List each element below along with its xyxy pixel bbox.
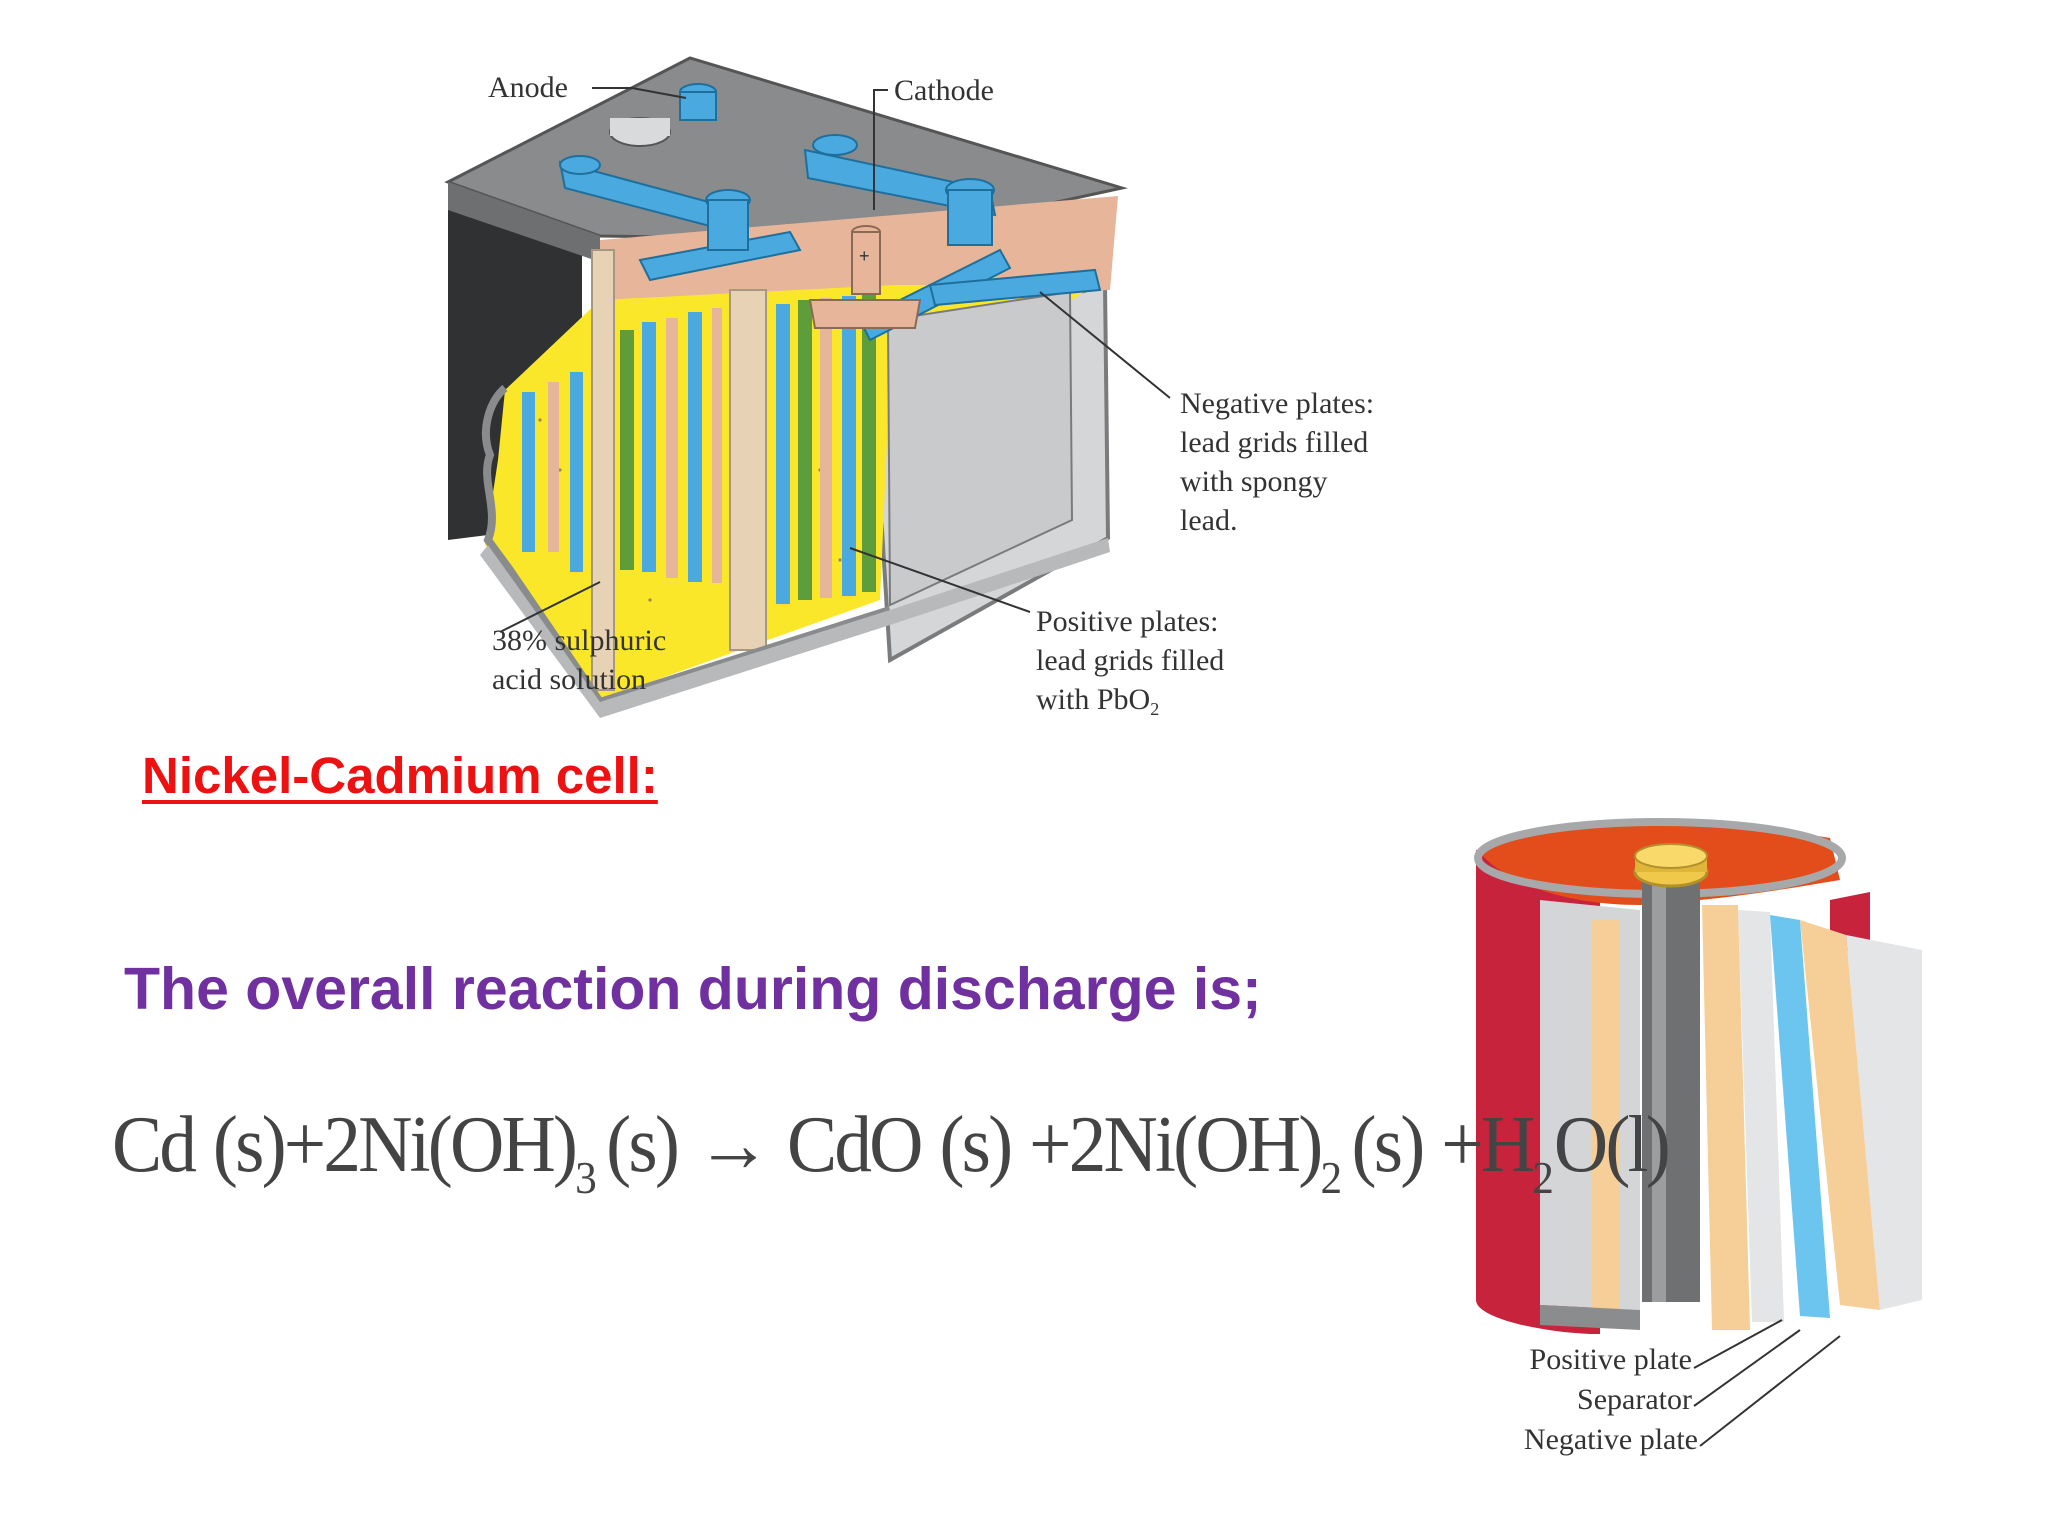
rod-cap-top <box>1634 843 1708 869</box>
eq-part: +2Ni(OH) <box>1029 1101 1323 1189</box>
battery-lid-front <box>448 182 600 262</box>
eq-part: CdO <box>787 1101 923 1189</box>
eq-part: (s)+2Ni(OH) <box>212 1101 578 1189</box>
leader-lines <box>499 87 1171 633</box>
cell-partition <box>729 289 767 651</box>
broken-case-edge <box>482 384 892 707</box>
eq-part: Cd <box>112 1101 197 1189</box>
eq-subscript: 2 <box>1320 1152 1343 1203</box>
cell-partition <box>591 249 615 691</box>
plate-block-front <box>886 290 1074 607</box>
plus-sign: + <box>859 246 870 266</box>
lead-acid-battery-diagram: + <box>444 56 1171 718</box>
acid-line: acid solution <box>492 663 647 696</box>
negative-plates-line: Negative plates: <box>1180 387 1375 420</box>
cell-bottom <box>1540 1305 1640 1330</box>
eq-arrow: → <box>695 1101 771 1189</box>
positive-plates-line: Positive plates: <box>1036 605 1219 638</box>
negative-plates-label: Negative plates: lead grids filled with … <box>1180 384 1374 540</box>
cell-plates <box>1592 905 1922 1330</box>
reaction-equation: Cd(s)+2Ni(OH)3(s)→CdO(s)+2Ni(OH)2(s)+H2O… <box>112 1100 1671 1204</box>
battery-plates <box>522 292 876 604</box>
positive-plates-line: lead grids filled <box>1036 644 1225 677</box>
cathode-label: Cathode <box>894 74 994 107</box>
negative-plate-label: Negative plate <box>1523 1423 1698 1456</box>
negative-plates-line: lead. <box>1180 504 1238 537</box>
eq-part: (s) <box>606 1101 680 1189</box>
positive-plates-text: with PbO <box>1036 683 1151 716</box>
section-heading: Nickel-Cadmium cell: <box>142 747 658 804</box>
eq-part: (s) <box>1351 1101 1426 1189</box>
pbo2-subscript: 2 <box>1150 699 1160 719</box>
acid-label: 38% sulphuric acid solution <box>492 621 666 699</box>
eq-subscript: 2 <box>1532 1152 1554 1203</box>
eq-part: O(l) <box>1553 1101 1671 1189</box>
negative-plates-line: lead grids filled <box>1180 426 1369 459</box>
eq-part: (s) <box>939 1101 1013 1189</box>
eq-subscript: 3 <box>575 1152 597 1203</box>
negative-plates-line: with spongy <box>1180 465 1328 498</box>
anode-label: Anode <box>488 71 568 104</box>
central-rod-highlight <box>1652 872 1666 1302</box>
subtitle: The overall reaction during discharge is… <box>124 956 1262 1022</box>
central-rod <box>1642 872 1700 1302</box>
eq-part: +H <box>1441 1101 1535 1189</box>
cell-leader-lines <box>1693 1319 1841 1447</box>
acid-line: 38% sulphuric <box>492 624 667 657</box>
positive-plates-line: with PbO2 <box>1036 680 1224 729</box>
terminal-posts <box>559 83 995 329</box>
positive-plates-label: Positive plates: lead grids filled with … <box>1036 602 1224 729</box>
positive-plate-label: Positive plate <box>1529 1343 1692 1376</box>
separator-label: Separator <box>1577 1383 1692 1416</box>
nicd-cell-diagram <box>1474 818 1922 1447</box>
